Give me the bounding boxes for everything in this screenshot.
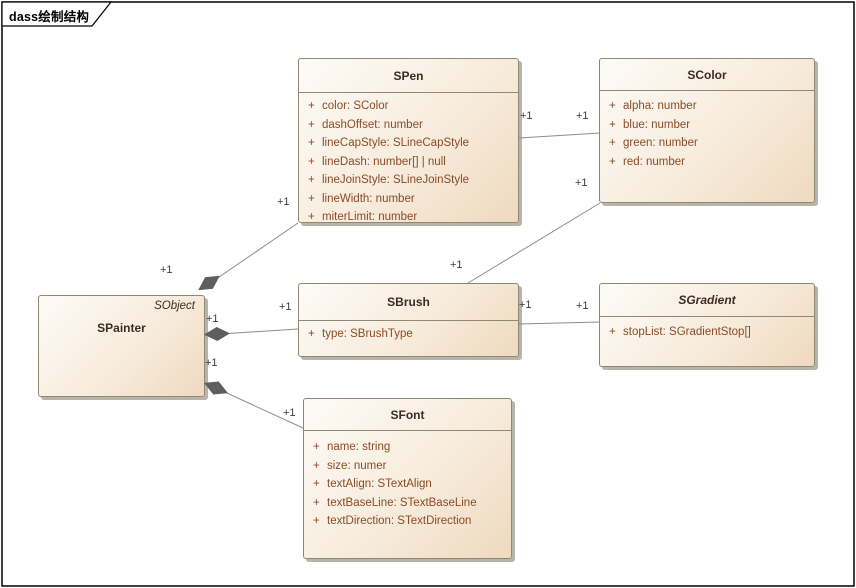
visibility-marker: + bbox=[609, 326, 616, 339]
class-spainter[interactable]: SObject SPainter bbox=[38, 295, 205, 397]
attribute-row: + textAlign: STextAlign bbox=[304, 475, 511, 494]
class-stereotype: SObject bbox=[154, 300, 195, 312]
attribute-row: + textDirection: STextDirection bbox=[304, 512, 511, 531]
class-name: SColor bbox=[600, 59, 814, 91]
attribute-text: color: SColor bbox=[322, 100, 389, 113]
connector-spainter-sfont[interactable] bbox=[201, 376, 304, 429]
attribute-text: size: numer bbox=[327, 459, 387, 472]
attribute-text: textDirection: STextDirection bbox=[327, 515, 472, 528]
visibility-marker: + bbox=[308, 174, 315, 187]
attribute-row: + green: number bbox=[600, 134, 814, 153]
visibility-marker: + bbox=[313, 496, 320, 509]
attribute-compartment: + name: string + size: numer + textAlign: S… bbox=[304, 431, 511, 531]
attribute-text: miterLimit: number bbox=[322, 211, 418, 224]
visibility-marker: + bbox=[308, 155, 315, 168]
visibility-marker: + bbox=[308, 137, 315, 150]
connector-spainter-spen[interactable] bbox=[194, 222, 299, 296]
class-name: SFont bbox=[304, 399, 511, 431]
visibility-marker: + bbox=[308, 100, 315, 113]
multiplicity-label: +1 bbox=[575, 177, 588, 189]
attribute-text: lineCapStyle: SLineCapStyle bbox=[322, 137, 470, 150]
attribute-row: + miterLimit: number bbox=[299, 208, 518, 227]
visibility-marker: + bbox=[308, 192, 315, 205]
attribute-row: + stopList: SGradientStop[] bbox=[600, 323, 814, 342]
attribute-row: + dashOffset: number bbox=[299, 116, 518, 135]
class-scolor[interactable]: SColor + alpha: number + blue: number + gre… bbox=[599, 58, 815, 203]
multiplicity-label: +1 bbox=[519, 299, 532, 311]
visibility-marker: + bbox=[609, 155, 616, 168]
attribute-row: + alpha: number bbox=[600, 97, 814, 116]
attribute-row: + blue: number bbox=[600, 116, 814, 135]
multiplicity-label: +1 bbox=[277, 196, 290, 208]
composition-diamond bbox=[204, 381, 228, 395]
visibility-marker: + bbox=[308, 211, 315, 224]
multiplicity-label: +1 bbox=[160, 264, 173, 276]
class-sgradient[interactable]: SGradient + stopList: SGradientStop[] bbox=[599, 283, 815, 367]
attribute-row: + type: SBrushType bbox=[299, 325, 518, 344]
class-spen[interactable]: SPen +color: SColor +dashOffset: number … bbox=[298, 58, 519, 223]
multiplicity-label: +1 bbox=[206, 313, 219, 325]
attribute-row: + size: numer bbox=[304, 457, 511, 476]
attribute-text: textAlign: STextAlign bbox=[327, 478, 432, 491]
attribute-compartment: + alpha: number + blue: number + green: num… bbox=[600, 91, 814, 171]
visibility-marker: + bbox=[313, 515, 320, 528]
class-sfont[interactable]: SFont + name: string + size: numer + textAl… bbox=[303, 398, 512, 559]
attribute-row: + textBaseLine: STextBaseLine bbox=[304, 494, 511, 513]
visibility-marker: + bbox=[609, 100, 616, 113]
multiplicity-label: +1 bbox=[205, 357, 218, 369]
attribute-text: stopList: SGradientStop[] bbox=[623, 326, 751, 339]
attribute-text: lineJoinStyle: SLineJoinStyle bbox=[322, 174, 470, 187]
multiplicity-label: +1 bbox=[283, 407, 296, 419]
attribute-compartment: + type: SBrushType bbox=[299, 321, 518, 344]
connector-sbrush-sgradient[interactable] bbox=[518, 321, 601, 325]
composition-diamond bbox=[204, 327, 230, 341]
class-name: SBrush bbox=[299, 284, 518, 321]
attribute-row: + lineDash: number[] | null bbox=[299, 153, 518, 172]
attribute-row: + red: number bbox=[600, 153, 814, 172]
class-name: SPen bbox=[299, 59, 518, 93]
attribute-compartment: + stopList: SGradientStop[] bbox=[600, 317, 814, 342]
attribute-text: alpha: number bbox=[623, 100, 697, 113]
attribute-row: + lineCapStyle: SLineCapStyle bbox=[299, 134, 518, 153]
attribute-text: textBaseLine: STextBaseLine bbox=[327, 496, 477, 509]
attribute-compartment: + color: SColor + dashOffset: number + line… bbox=[299, 93, 518, 227]
attribute-text: lineDash: number[] | null bbox=[322, 155, 446, 168]
multiplicity-label: +1 bbox=[520, 110, 533, 122]
multiplicity-label: +1 bbox=[576, 110, 589, 122]
visibility-marker: + bbox=[313, 441, 320, 454]
diagram-title: dass绘制结构 bbox=[9, 10, 90, 24]
attribute-row: + lineWidth: number bbox=[299, 190, 518, 209]
visibility-marker: + bbox=[313, 478, 320, 491]
visibility-marker: + bbox=[308, 118, 315, 131]
visibility-marker: + bbox=[609, 118, 616, 131]
class-name: SGradient bbox=[600, 284, 814, 317]
attribute-text: green: number bbox=[623, 137, 698, 150]
attribute-row: + color: SColor bbox=[299, 97, 518, 116]
attribute-text: red: number bbox=[623, 155, 686, 168]
visibility-marker: + bbox=[308, 328, 315, 341]
attribute-row: + lineJoinStyle: SLineJoinStyle bbox=[299, 171, 518, 190]
multiplicity-label: +1 bbox=[450, 259, 463, 271]
class-sbrush[interactable]: SBrush + type: SBrushType bbox=[298, 283, 519, 357]
visibility-marker: + bbox=[609, 137, 616, 150]
attribute-text: type: SBrushType bbox=[322, 328, 413, 341]
connector-spainter-sbrush[interactable] bbox=[204, 326, 299, 341]
attribute-text: blue: number bbox=[623, 118, 691, 131]
attribute-text: lineWidth: number bbox=[322, 192, 415, 205]
attribute-text: dashOffset: number bbox=[322, 118, 423, 131]
visibility-marker: + bbox=[313, 459, 320, 472]
composition-diamond bbox=[198, 275, 220, 291]
multiplicity-label: +1 bbox=[576, 300, 589, 312]
attribute-row: + name: string bbox=[304, 438, 511, 457]
attribute-text: name: string bbox=[327, 441, 391, 454]
connector-spen-scolor[interactable] bbox=[518, 132, 601, 139]
multiplicity-label: +1 bbox=[279, 301, 292, 313]
class-name: SPainter bbox=[97, 321, 146, 335]
